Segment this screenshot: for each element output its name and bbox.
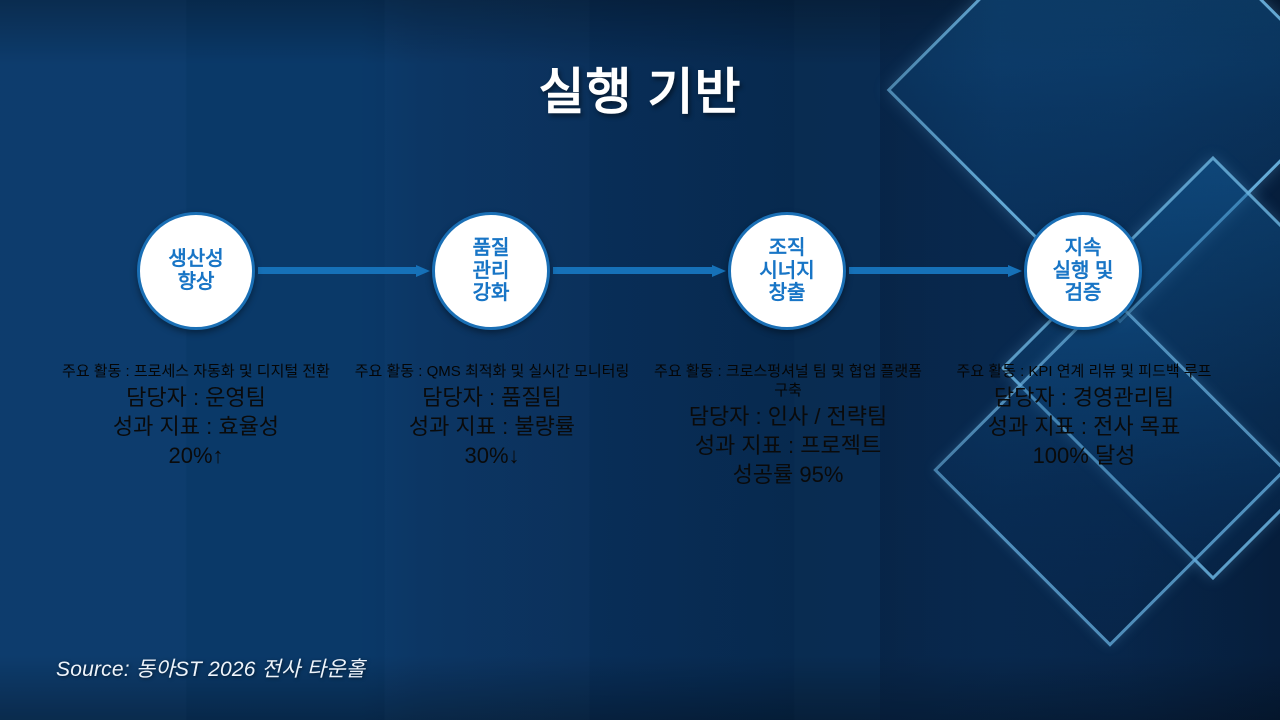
caption-4-activity: 주요 활동 : KPI 연계 리뷰 및 피드백 루프	[956, 363, 1212, 380]
slide-title: 실행 기반	[538, 64, 742, 120]
flow-node-1-label: 생산성 향상	[168, 248, 224, 293]
source-citation: Source: 동아ST 2026 전사 타운홀	[56, 658, 366, 681]
flow-arrow-1-shaft	[258, 267, 416, 274]
caption-4-metric: 성과 지표 : 전사 목표 100% 달성	[987, 414, 1181, 469]
flow-caption-1: 주요 활동 : 프로세스 자동화 및 디지털 전환 담당자 : 운영팀 성과 지…	[58, 362, 334, 470]
flow-node-4-label: 지속 실행 및 검증	[1052, 236, 1114, 305]
flow-arrow-3-head-icon	[1008, 265, 1022, 277]
flow-node-3[interactable]: 조직 시너지 창출	[728, 212, 846, 330]
caption-2-activity: 주요 활동 : QMS 최적화 및 실시간 모니터링	[354, 363, 630, 380]
flow-arrow-2	[553, 265, 726, 277]
flow-node-2-label: 품질 관리 강화	[472, 236, 510, 305]
caption-1-metric: 성과 지표 : 효율성 20%↑	[112, 414, 280, 469]
caption-4-owner: 담당자 : 경영관리팀	[993, 385, 1175, 411]
flow-arrow-3-shaft	[849, 267, 1008, 274]
flow-node-1[interactable]: 생산성 향상	[137, 212, 255, 330]
flow-arrow-1-head-icon	[416, 265, 430, 277]
caption-2-metric: 성과 지표 : 불량률 30%↓	[408, 414, 576, 469]
flow-node-3-label: 조직 시너지 창출	[759, 236, 815, 305]
flow-arrow-3	[849, 265, 1022, 277]
caption-1-owner: 담당자 : 운영팀	[126, 385, 266, 411]
caption-3-owner: 담당자 : 인사 / 전략팀	[688, 404, 888, 430]
flow-caption-4: 주요 활동 : KPI 연계 리뷰 및 피드백 루프 담당자 : 경영관리팀 성…	[946, 362, 1222, 470]
flow-node-4[interactable]: 지속 실행 및 검증	[1024, 212, 1142, 330]
caption-2-owner: 담당자 : 품질팀	[422, 385, 562, 411]
flow-arrow-1	[258, 265, 430, 277]
flow-node-2[interactable]: 품질 관리 강화	[432, 212, 550, 330]
flow-caption-2: 주요 활동 : QMS 최적화 및 실시간 모니터링 담당자 : 품질팀 성과 …	[354, 362, 630, 470]
caption-3-metric: 성과 지표 : 프로젝트 성공률 95%	[694, 433, 882, 488]
caption-3-activity: 주요 활동 : 크로스펑셔널 팀 및 협업 플랫폼 구축	[654, 363, 922, 400]
flow-arrow-2-head-icon	[712, 265, 726, 277]
caption-1-activity: 주요 활동 : 프로세스 자동화 및 디지털 전환	[62, 363, 330, 380]
flow-arrow-2-shaft	[553, 267, 712, 274]
flow-caption-3: 주요 활동 : 크로스펑셔널 팀 및 협업 플랫폼 구축 담당자 : 인사 / …	[650, 362, 926, 489]
